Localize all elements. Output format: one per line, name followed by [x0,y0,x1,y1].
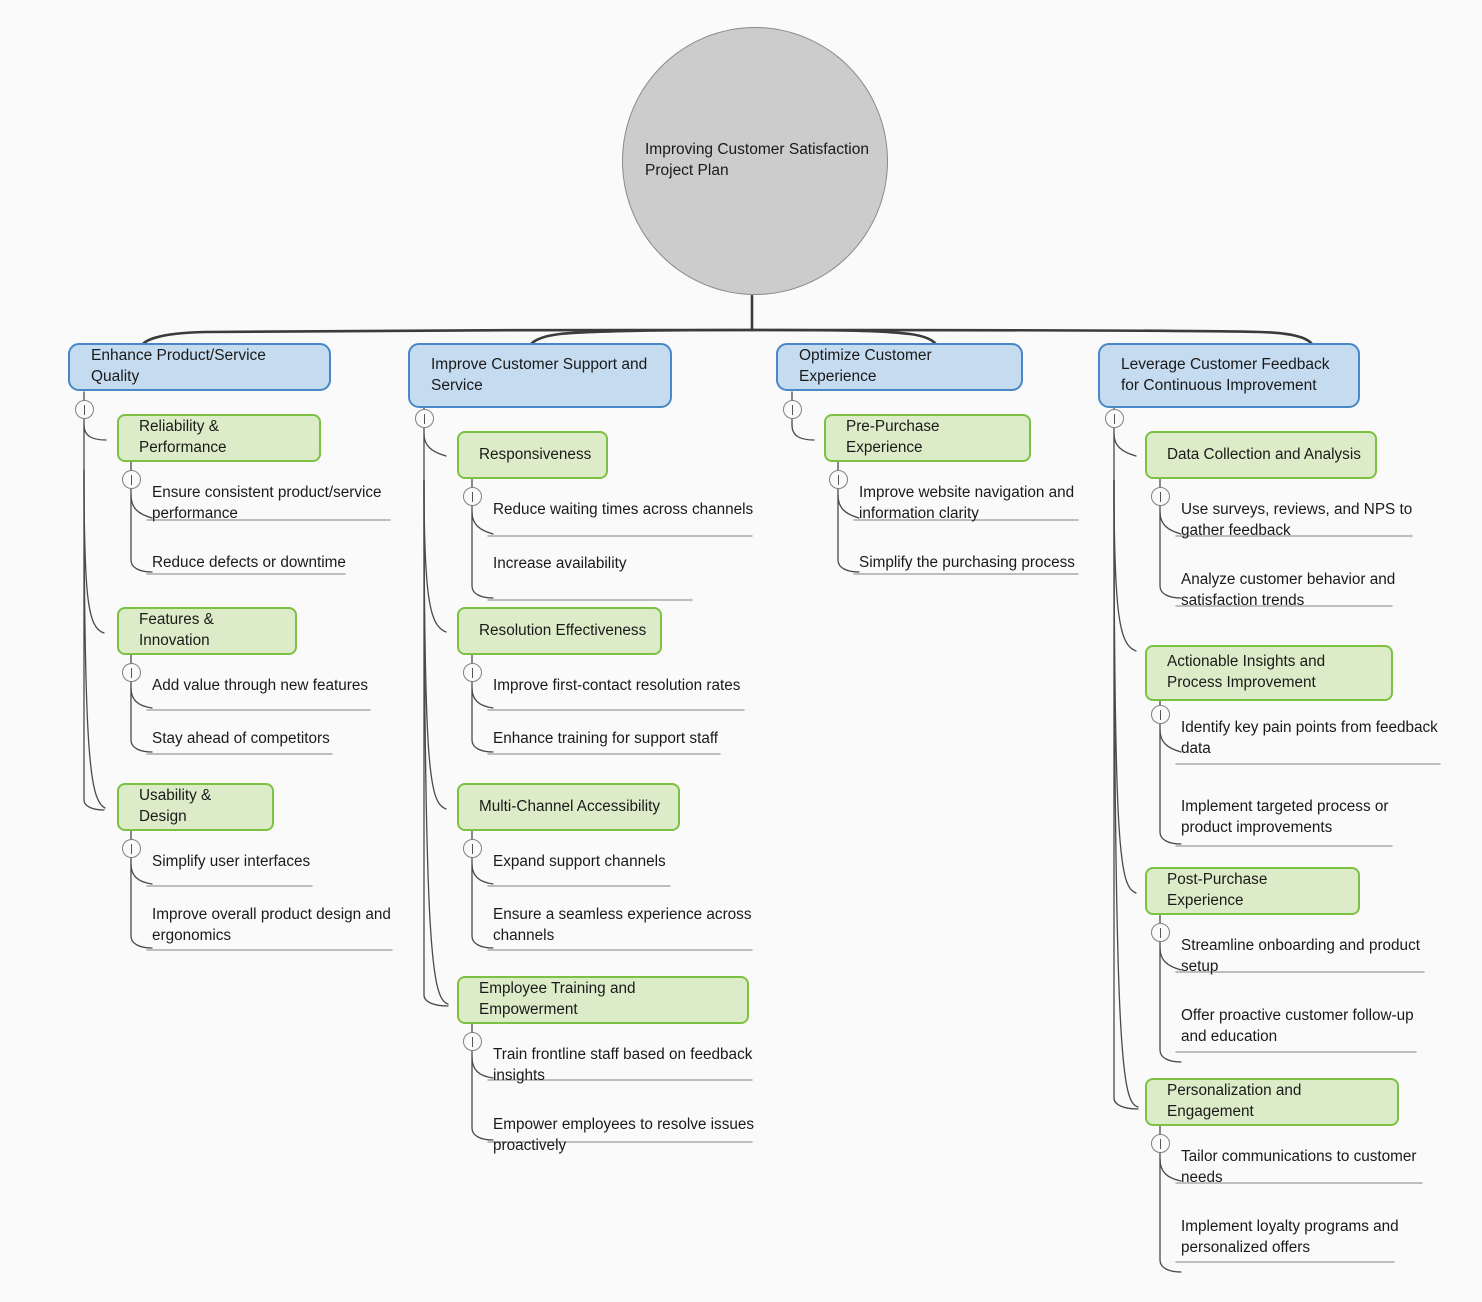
leaf-label: Offer proactive customer follow-up and e… [1181,1007,1414,1046]
subnode-label: Employee Training and Empowerment [479,980,636,1018]
collapse-toggle-icon[interactable] [829,470,848,489]
collapse-toggle-icon[interactable] [463,663,482,682]
subnode-personalization-and-engagement[interactable]: Personalization and Engagement [1145,1078,1399,1126]
leaf-label: Improve first-contact resolution rates [493,677,741,694]
leaf-label: Increase availability [493,555,627,572]
collapse-toggle-icon[interactable] [1151,705,1170,724]
branch-node-enhance-product-service-quality[interactable]: Enhance Product/Service Quality [68,343,331,391]
subnode-label: Personalization and Engagement [1167,1082,1302,1120]
collapse-toggle-icon[interactable] [463,839,482,858]
leaf-node[interactable]: Improve overall product design and ergon… [150,904,402,946]
leaf-node[interactable]: Reduce waiting times across channels [491,499,761,520]
collapse-toggle-icon[interactable] [1151,487,1170,506]
branch-node-optimize-customer-experience[interactable]: Optimize Customer Experience [776,343,1023,391]
leaf-label: Implement targeted process or product im… [1181,798,1389,837]
leaf-node[interactable]: Offer proactive customer follow-up and e… [1179,1005,1427,1047]
branch-label: Improve Customer Support and Service [431,355,648,394]
leaf-label: Add value through new features [152,677,369,694]
leaf-node[interactable]: Expand support channels [491,851,761,872]
collapse-toggle-icon[interactable] [122,663,141,682]
branch-label: Optimize Customer Experience [799,347,932,385]
subnode-label: Features & Innovation [139,611,214,649]
subnode-label: Resolution Effectiveness [479,621,647,639]
branch-node-improve-customer-support-and-service[interactable]: Improve Customer Support and Service [408,343,672,408]
leaf-label: Ensure consistent product/service perfor… [152,484,382,523]
leaf-node[interactable]: Stay ahead of competitors [150,728,402,749]
subnode-label: Post-Purchase Experience [1167,871,1268,909]
collapse-toggle-icon[interactable] [1151,923,1170,942]
leaf-node[interactable]: Tailor communications to customer needs [1179,1146,1427,1188]
subnode-label: Data Collection and Analysis [1167,445,1361,463]
leaf-node[interactable]: Analyze customer behavior and satisfacti… [1179,569,1427,611]
collapse-toggle-icon[interactable] [463,1032,482,1051]
subnode-reliability-performance[interactable]: Reliability & Performance [117,414,321,462]
leaf-node[interactable]: Implement loyalty programs and personali… [1179,1216,1427,1258]
leaf-node[interactable]: Simplify the purchasing process [857,552,1081,573]
leaf-label: Simplify the purchasing process [859,554,1075,571]
leaf-node[interactable]: Ensure consistent product/service perfor… [150,482,402,524]
leaf-node[interactable]: Train frontline staff based on feedback … [491,1044,761,1086]
subnode-post-purchase-experience[interactable]: Post-Purchase Experience [1145,867,1360,915]
leaf-label: Simplify user interfaces [152,853,311,870]
branch-label: Enhance Product/Service Quality [91,347,266,385]
leaf-node[interactable]: Use surveys, reviews, and NPS to gather … [1179,499,1427,541]
collapse-toggle-icon[interactable] [1105,409,1124,428]
subnode-label: Reliability & Performance [139,418,227,456]
branch-label: Leverage Customer Feedback for Continuou… [1121,355,1330,394]
leaf-node[interactable]: Identify key pain points from feedback d… [1179,717,1441,759]
root-node-label: Improving Customer Satisfaction Project … [645,141,869,179]
leaf-label: Use surveys, reviews, and NPS to gather … [1181,501,1413,540]
subnode-label: Usability & Design [139,787,212,825]
leaf-label: Streamline onboarding and product setup [1181,937,1420,976]
collapse-toggle-icon[interactable] [122,470,141,489]
leaf-label: Train frontline staff based on feedback … [493,1046,753,1085]
leaf-node[interactable]: Reduce defects or downtime [150,552,402,573]
leaf-label: Reduce waiting times across channels [493,501,754,518]
leaf-label: Reduce defects or downtime [152,554,346,571]
subnode-employee-training-and-empowerment[interactable]: Employee Training and Empowerment [457,976,749,1024]
subnode-responsiveness[interactable]: Responsiveness [457,431,608,479]
branch-node-leverage-customer-feedback-for-continuous-improvement[interactable]: Leverage Customer Feedback for Continuou… [1098,343,1360,408]
leaf-node[interactable]: Improve website navigation and informati… [857,482,1081,524]
subnode-label: Responsiveness [479,445,592,463]
leaf-label: Improve website navigation and informati… [859,484,1075,523]
leaf-node[interactable]: Ensure a seamless experience across chan… [491,904,761,946]
collapse-toggle-icon[interactable] [463,487,482,506]
collapse-toggle-icon[interactable] [122,839,141,858]
subnode-data-collection-and-analysis[interactable]: Data Collection and Analysis [1145,431,1377,479]
collapse-toggle-icon[interactable] [75,400,94,419]
leaf-label: Enhance training for support staff [493,730,719,747]
root-node[interactable]: Improving Customer Satisfaction Project … [622,27,888,295]
subnode-usability-design[interactable]: Usability & Design [117,783,274,831]
leaf-label: Analyze customer behavior and satisfacti… [1181,571,1396,610]
leaf-label: Ensure a seamless experience across chan… [493,906,752,945]
leaf-label: Improve overall product design and ergon… [152,906,391,945]
subnode-label: Pre-Purchase Experience [846,418,940,456]
leaf-label: Expand support channels [493,853,666,870]
leaf-node[interactable]: Implement targeted process or product im… [1179,796,1427,838]
leaf-label: Empower employees to resolve issues proa… [493,1116,755,1155]
leaf-node[interactable]: Improve first-contact resolution rates [491,675,761,696]
leaf-label: Tailor communications to customer needs [1181,1148,1417,1187]
collapse-toggle-icon[interactable] [415,409,434,428]
leaf-node[interactable]: Simplify user interfaces [150,851,402,872]
leaf-label: Implement loyalty programs and personali… [1181,1218,1399,1257]
subnode-actionable-insights-and-process-improvement[interactable]: Actionable Insights and Process Improvem… [1145,645,1393,701]
leaf-label: Stay ahead of competitors [152,730,330,747]
subnode-multi-channel-accessibility[interactable]: Multi-Channel Accessibility [457,783,680,831]
leaf-node[interactable]: Add value through new features [150,675,402,696]
subnode-resolution-effectiveness[interactable]: Resolution Effectiveness [457,607,662,655]
collapse-toggle-icon[interactable] [1151,1134,1170,1153]
leaf-label: Identify key pain points from feedback d… [1181,719,1438,758]
collapse-toggle-icon[interactable] [783,400,802,419]
subnode-label: Actionable Insights and Process Improvem… [1167,653,1326,691]
subnode-pre-purchase-experience[interactable]: Pre-Purchase Experience [824,414,1031,462]
leaf-node[interactable]: Enhance training for support staff [491,728,761,749]
leaf-node[interactable]: Increase availability [491,553,761,574]
subnode-features-innovation[interactable]: Features & Innovation [117,607,297,655]
leaf-node[interactable]: Empower employees to resolve issues proa… [491,1114,761,1156]
leaf-node[interactable]: Streamline onboarding and product setup [1179,935,1427,977]
subnode-label: Multi-Channel Accessibility [479,797,661,815]
